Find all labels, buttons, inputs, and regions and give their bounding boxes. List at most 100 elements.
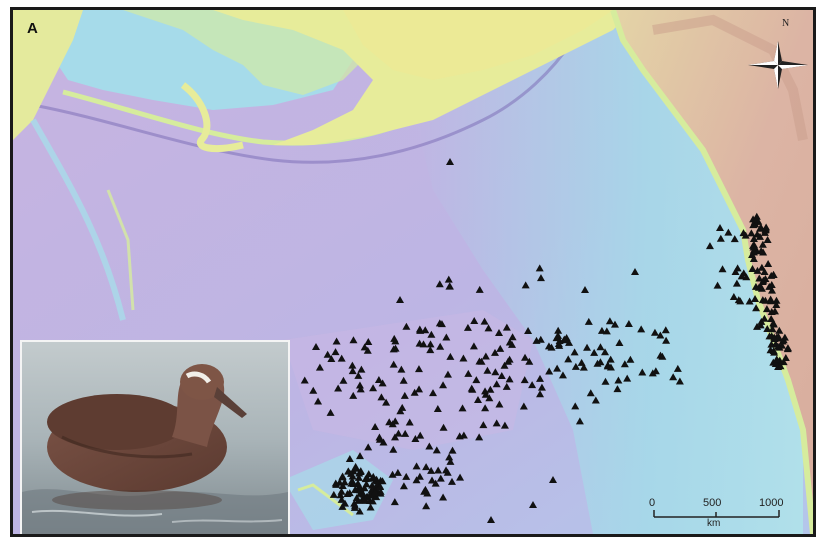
- observation-marker: [364, 443, 373, 451]
- observation-marker: [429, 389, 438, 397]
- observation-marker: [377, 393, 386, 401]
- observation-marker: [596, 358, 605, 366]
- observation-marker: [716, 224, 724, 231]
- emperor-seamounts: [106, 189, 135, 311]
- observation-marker: [620, 360, 629, 368]
- observation-marker: [439, 423, 448, 431]
- observation-marker: [338, 502, 347, 510]
- observation-marker: [783, 344, 792, 352]
- observation-marker: [729, 292, 738, 300]
- observation-marker: [502, 382, 511, 390]
- observation-marker: [369, 384, 378, 392]
- observation-marker: [767, 314, 776, 322]
- observation-marker: [389, 445, 398, 453]
- observation-marker: [351, 462, 360, 470]
- observation-marker: [564, 355, 573, 363]
- observation-marker: [427, 330, 436, 338]
- observation-markers: [300, 158, 792, 523]
- observation-marker: [749, 255, 758, 263]
- observation-marker: [398, 403, 407, 411]
- observation-marker: [480, 317, 489, 325]
- observation-marker: [603, 362, 612, 370]
- observation-marker: [558, 371, 567, 379]
- observation-marker: [447, 477, 456, 485]
- observation-marker: [770, 348, 779, 356]
- observation-marker: [348, 367, 357, 375]
- scale-tick-label-1000: 1000: [759, 497, 784, 509]
- observation-marker: [758, 240, 767, 248]
- observation-marker: [751, 294, 760, 302]
- observation-marker: [484, 324, 493, 332]
- observation-marker: [350, 503, 359, 511]
- observation-marker: [455, 432, 464, 440]
- observation-marker: [675, 377, 684, 385]
- observation-marker: [614, 376, 623, 384]
- observation-marker: [753, 322, 762, 330]
- observation-marker: [760, 314, 769, 322]
- observation-marker: [565, 338, 574, 346]
- observation-marker: [732, 279, 741, 287]
- observation-marker: [776, 362, 785, 370]
- observation-marker: [571, 362, 580, 370]
- observation-marker: [524, 327, 533, 335]
- observation-marker: [442, 466, 451, 474]
- observation-marker: [459, 354, 468, 362]
- observation-marker: [347, 469, 356, 477]
- observation-marker: [323, 350, 332, 358]
- observation-marker: [757, 247, 766, 255]
- observation-marker: [364, 337, 373, 345]
- observation-marker: [520, 376, 529, 384]
- observation-marker: [422, 502, 431, 510]
- observation-marker: [415, 472, 424, 480]
- observation-marker: [469, 342, 478, 350]
- observation-marker: [772, 300, 781, 308]
- observation-marker: [601, 377, 610, 385]
- aleutian-trench: [32, 39, 575, 164]
- observation-marker: [771, 360, 780, 368]
- observation-marker: [650, 328, 659, 336]
- observation-marker: [492, 419, 501, 427]
- observation-marker: [606, 355, 615, 363]
- observation-marker: [436, 342, 445, 350]
- observation-marker: [583, 343, 592, 351]
- observation-marker: [525, 357, 534, 365]
- observation-marker: [779, 336, 788, 344]
- observation-marker: [426, 346, 435, 354]
- observation-marker: [464, 369, 473, 377]
- observation-marker: [718, 265, 727, 273]
- observation-marker: [483, 366, 492, 374]
- observation-marker: [421, 486, 430, 494]
- observation-marker: [443, 370, 452, 378]
- scale-bar: [653, 510, 780, 518]
- observation-marker: [596, 343, 605, 351]
- observation-marker: [368, 481, 377, 489]
- observation-marker: [401, 429, 410, 437]
- observation-marker: [658, 352, 667, 360]
- observation-marker: [775, 326, 784, 334]
- ocean-deep-patch: [283, 310, 533, 450]
- observation-marker: [391, 417, 400, 425]
- landmass-north-america: [613, 10, 813, 534]
- observation-marker: [339, 376, 348, 384]
- observation-marker: [349, 391, 358, 399]
- observation-marker: [422, 463, 431, 471]
- observation-marker: [552, 334, 561, 342]
- observation-marker: [446, 352, 455, 360]
- observation-marker: [486, 385, 495, 393]
- observation-marker: [432, 446, 441, 454]
- observation-marker: [751, 282, 760, 290]
- observation-marker: [448, 446, 457, 454]
- observation-marker: [340, 478, 349, 486]
- observation-marker: [456, 473, 465, 481]
- scale-unit-label: km: [707, 518, 721, 529]
- observation-marker: [364, 470, 373, 478]
- observation-marker: [763, 236, 772, 244]
- observation-marker: [631, 268, 639, 275]
- observation-marker: [494, 328, 503, 336]
- observation-marker: [734, 296, 743, 304]
- observation-marker: [445, 453, 454, 461]
- observation-marker: [757, 263, 766, 271]
- observation-marker: [749, 248, 758, 256]
- observation-marker: [369, 472, 378, 480]
- observation-marker: [500, 361, 509, 369]
